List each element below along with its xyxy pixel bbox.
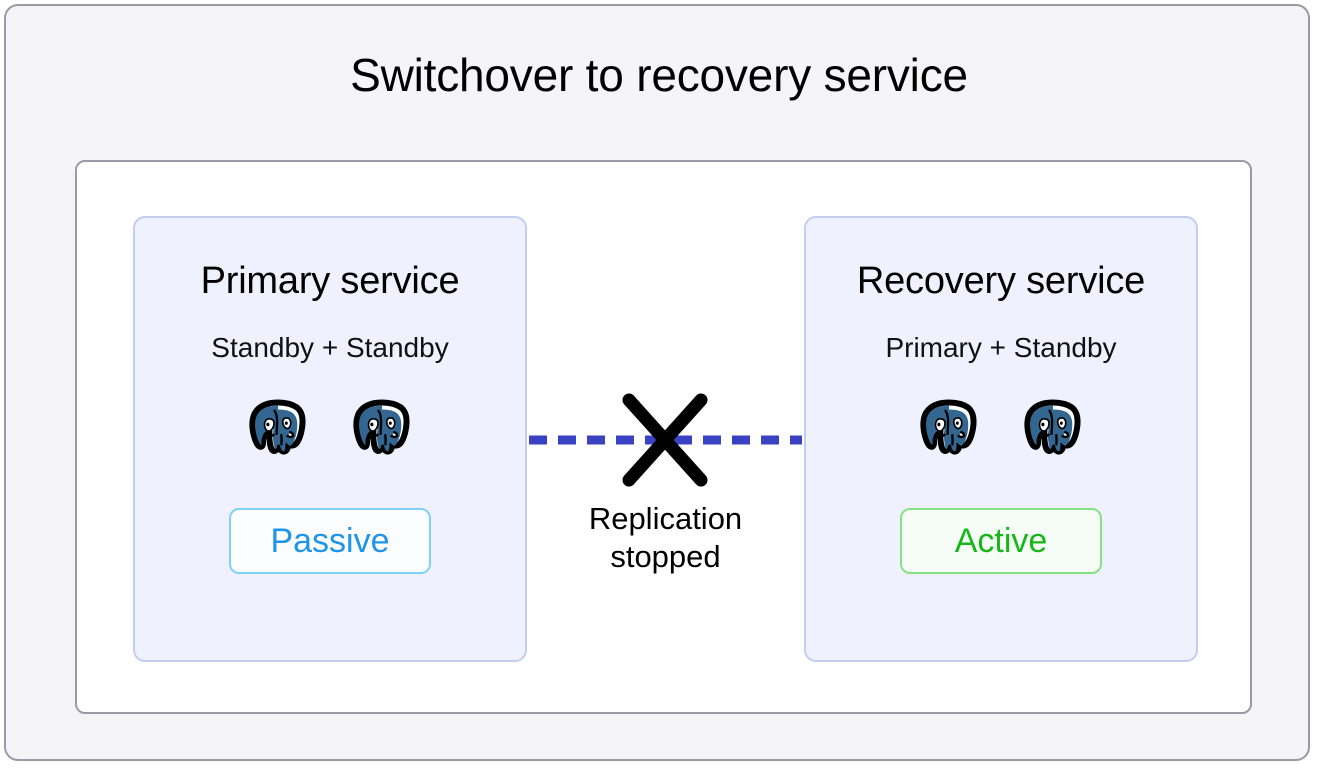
cross-mark-icon [622,393,708,487]
card-subtitle-primary: Standby + Standby [211,332,449,363]
diagram-frame: Switchover to recovery service Primary s… [4,4,1310,761]
replication-caption-line2: stopped [610,538,721,574]
postgresql-elephant-icon [247,398,309,466]
page-title: Switchover to recovery service [350,49,968,101]
service-card-primary: Primary service Standby + Standby [133,216,527,662]
replication-link: Replication stopped [527,216,804,662]
status-badge-active: Active [900,508,1102,574]
card-title-primary: Primary service [200,260,460,302]
card-subtitle-recovery: Primary + Standby [885,332,1117,363]
replication-caption: Replication stopped [527,500,804,576]
replication-dashed-line [529,435,802,445]
replication-caption-line1: Replication [588,501,743,536]
postgresql-elephant-icon [351,398,413,466]
postgresql-elephant-icon [1022,398,1084,466]
status-badge-passive: Passive [229,508,431,574]
topology-panel: Primary service Standby + Standby [75,160,1252,714]
node-row-primary [247,398,413,466]
card-title-recovery: Recovery service [856,260,1146,302]
service-card-recovery: Recovery service Primary + Standby [804,216,1198,662]
postgresql-elephant-icon [918,398,980,466]
node-row-recovery [918,398,1084,466]
